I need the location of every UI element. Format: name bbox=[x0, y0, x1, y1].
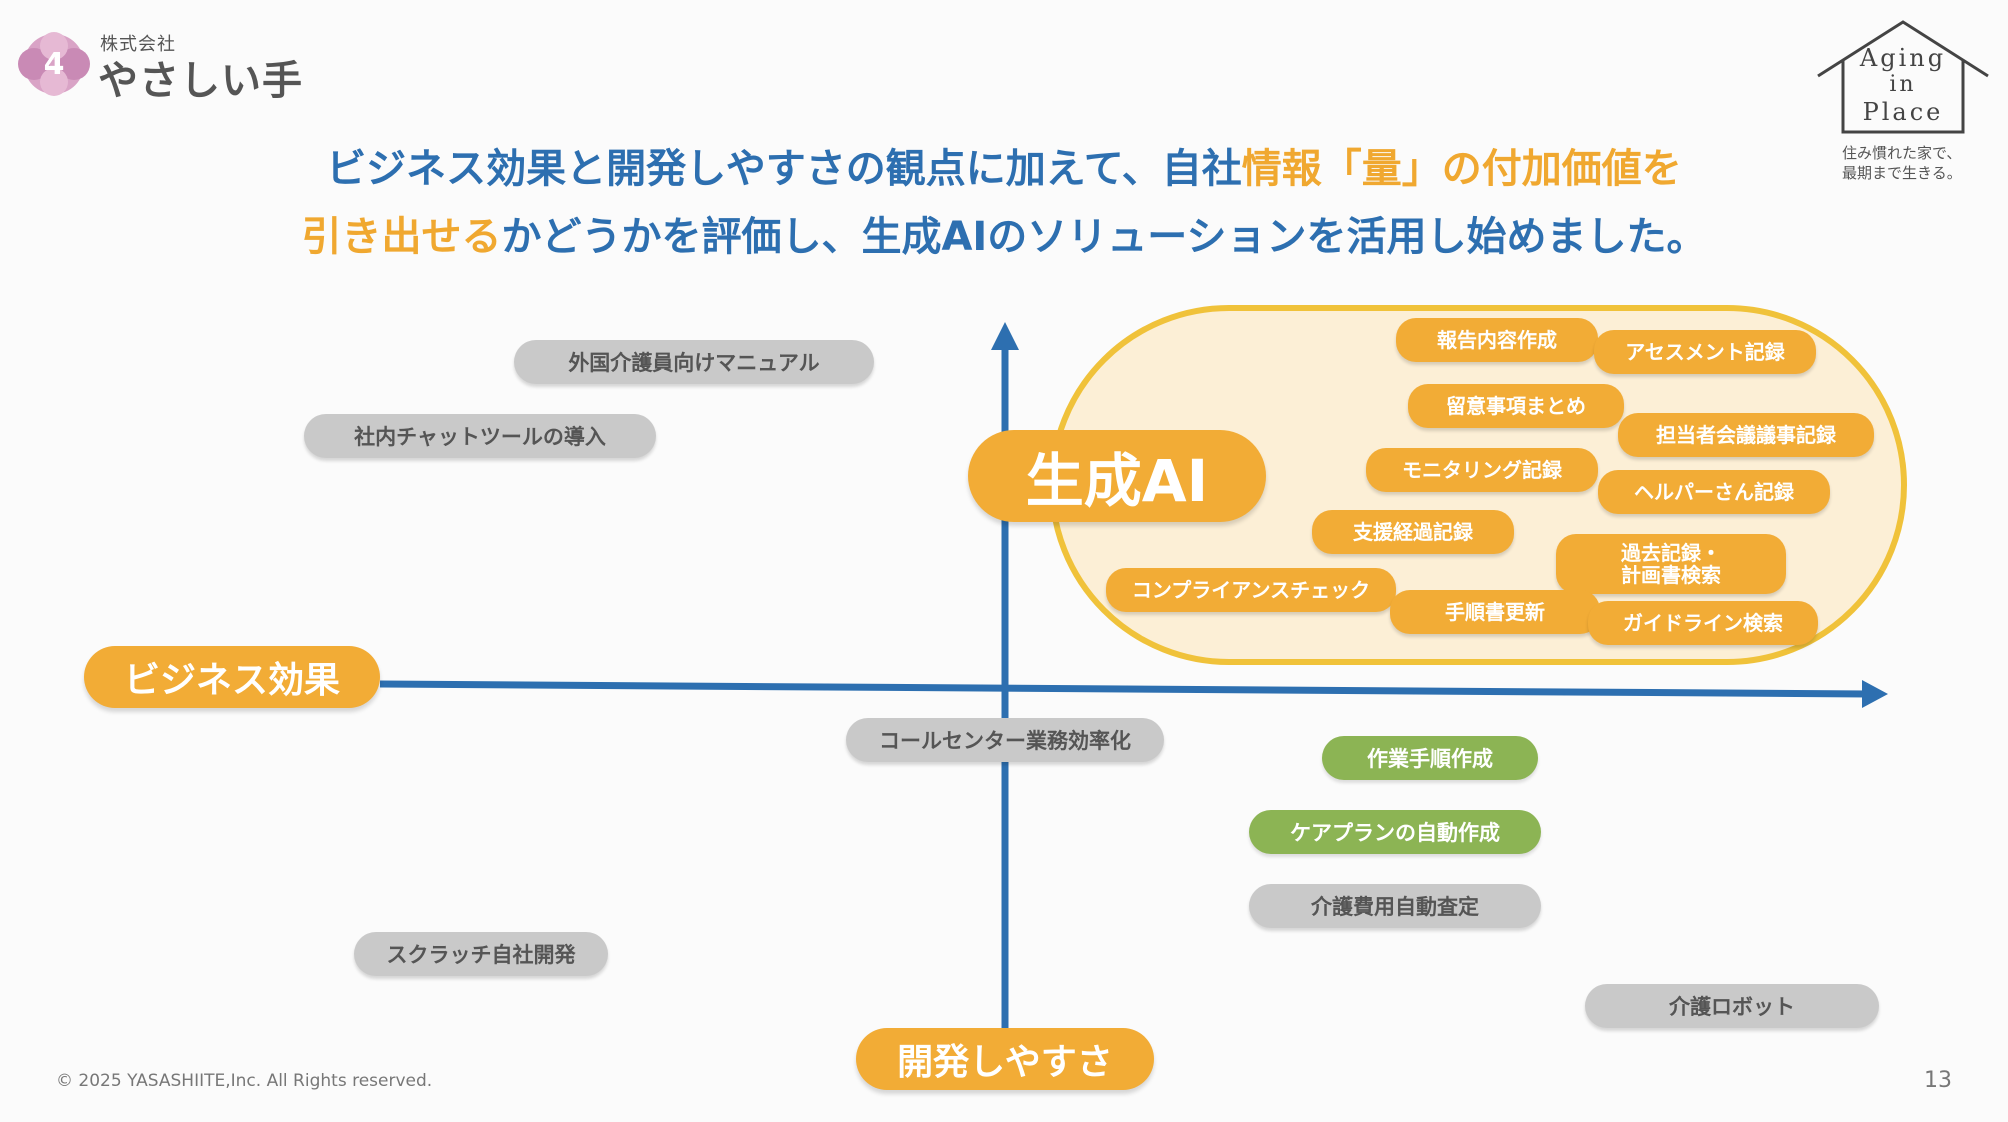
genai-item-report: 報告内容作成 bbox=[1396, 318, 1598, 362]
past-search-line1: 過去記録・ bbox=[1621, 541, 1721, 565]
genai-item-notes: 留意事項まとめ bbox=[1408, 384, 1624, 428]
genai-item-procedure: 手順書更新 bbox=[1390, 590, 1600, 634]
x-axis-arrowhead bbox=[1862, 680, 1888, 708]
company-prefix: 株式会社 bbox=[100, 34, 176, 55]
genai-item-monitoring: モニタリング記録 bbox=[1366, 448, 1598, 492]
genai-label: 生成AI bbox=[968, 430, 1266, 522]
item-foreign-caregiver-manual: 外国介護員向けマニュアル bbox=[514, 340, 874, 384]
item-callcenter: コールセンター業務効率化 bbox=[846, 718, 1164, 762]
aging-in-place-line3: Place bbox=[1862, 98, 1944, 126]
company-logo-icon: 4 bbox=[18, 32, 90, 96]
genai-item-past-search: 過去記録・ 計画書検索 bbox=[1556, 534, 1786, 594]
item-care-plan: ケアプランの自動作成 bbox=[1249, 810, 1541, 854]
y-axis-label: 開発しやすさ bbox=[856, 1028, 1154, 1090]
page-number: 13 bbox=[1924, 1068, 1952, 1093]
item-chat-tool: 社内チャットツールの導入 bbox=[304, 414, 656, 458]
house-icon bbox=[1817, 20, 1989, 134]
aging-in-place-tagline-1: 住み慣れた家で、 bbox=[1842, 144, 1962, 162]
headline-1-orange: 情報「量」の付加価値を bbox=[1241, 146, 1682, 192]
item-scratch-dev: スクラッチ自社開発 bbox=[354, 932, 608, 976]
aging-in-place-line2: in bbox=[1889, 72, 1917, 97]
genai-item-assessment: アセスメント記録 bbox=[1594, 330, 1816, 374]
past-search-line2: 計画書検索 bbox=[1621, 563, 1721, 587]
x-axis-line bbox=[379, 680, 1869, 698]
company-name: やさしい手 bbox=[98, 58, 303, 104]
svg-text:4: 4 bbox=[44, 47, 65, 82]
x-axis-label: ビジネス効果 bbox=[84, 646, 380, 708]
item-care-cost: 介護費用自動査定 bbox=[1249, 884, 1541, 928]
headline-2-orange: 引き出せる bbox=[301, 214, 502, 260]
genai-item-meeting: 担当者会議議事記録 bbox=[1618, 413, 1874, 457]
headline-2-blue: かどうかを評価し、生成AIのソリューションを活用し始めました。 bbox=[501, 214, 1707, 260]
headline-line-2: 引き出せるかどうかを評価し、生成AIのソリューションを活用し始めました。 bbox=[0, 204, 2008, 262]
item-care-robot: 介護ロボット bbox=[1585, 984, 1879, 1028]
headline-line-1: ビジネス効果と開発しやすさの観点に加えて、自社情報「量」の付加価値を bbox=[0, 136, 2008, 194]
genai-item-compliance: コンプライアンスチェック bbox=[1106, 568, 1396, 612]
genai-item-support: 支援経過記録 bbox=[1312, 510, 1514, 554]
y-axis-arrowhead bbox=[991, 322, 1019, 350]
genai-item-helper: ヘルパーさん記録 bbox=[1598, 470, 1830, 514]
item-work-procedure: 作業手順作成 bbox=[1322, 736, 1538, 780]
aging-in-place-line1: Aging bbox=[1859, 44, 1947, 72]
copyright: © 2025 YASASHIITE,Inc. All Rights reserv… bbox=[56, 1071, 433, 1091]
headline-1-blue: ビジネス効果と開発しやすさの観点に加えて、自社 bbox=[326, 146, 1242, 192]
genai-item-guideline: ガイドライン検索 bbox=[1588, 601, 1818, 645]
aging-in-place-tagline-2: 最期まで生きる。 bbox=[1842, 164, 1962, 182]
